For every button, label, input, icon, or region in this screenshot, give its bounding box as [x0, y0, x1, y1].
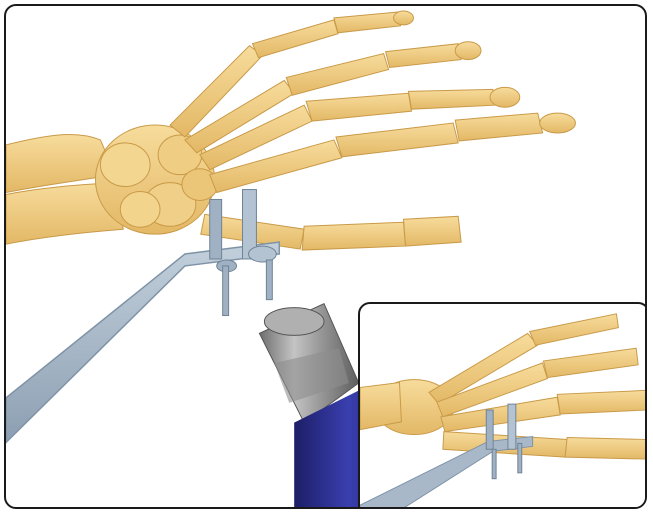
fixation-pins [210, 190, 277, 316]
finger-bones [170, 11, 575, 250]
inset-closeup [358, 302, 647, 509]
inset-illustration [360, 304, 647, 509]
inset-finger-bones [360, 314, 646, 459]
figure-frame [4, 4, 647, 509]
fixation-bar [6, 242, 279, 442]
